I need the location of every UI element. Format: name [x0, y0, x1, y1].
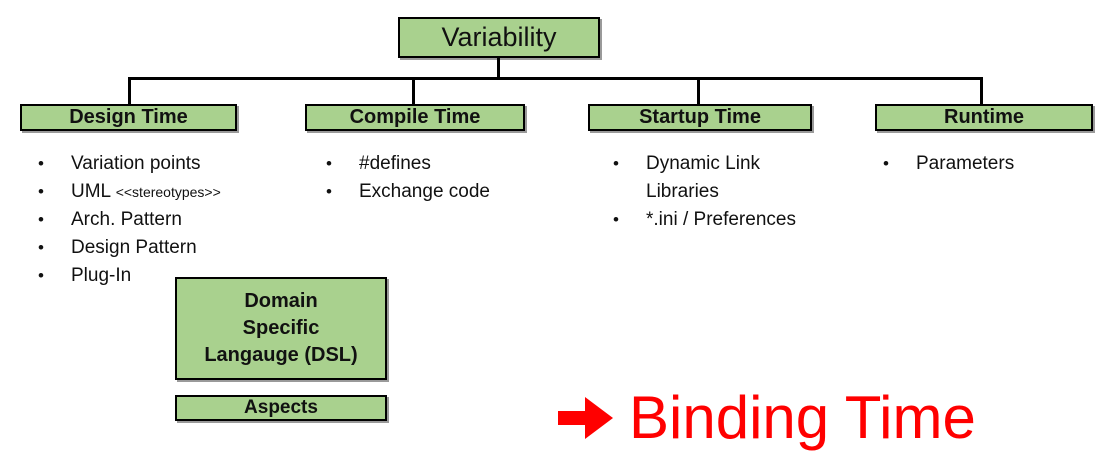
list-item-text: Dynamic Link Libraries — [646, 153, 761, 202]
list-item-text: Variation points — [71, 153, 201, 174]
dsl-line: Specific — [242, 317, 320, 339]
connector-drop-runtime — [980, 77, 983, 104]
branch-node-compile-time: Compile Time — [305, 104, 525, 131]
bullet-icon: • — [38, 210, 44, 229]
bullet-icon: • — [613, 154, 619, 173]
root-node-label: Variability — [441, 22, 557, 52]
bullet-icon: • — [326, 154, 332, 173]
list-item: • Arch. Pattern — [38, 206, 221, 234]
branch-label: Runtime — [944, 106, 1024, 128]
dsl-line: Langauge (DSL) — [204, 344, 358, 366]
aspects-label: Aspects — [244, 397, 318, 418]
connector-drop-startup — [697, 77, 700, 104]
connector-root-drop — [497, 58, 500, 78]
list-item-text: UML — [71, 181, 116, 202]
list-item-text: *.ini / Preferences — [646, 209, 796, 230]
branch-label: Design Time — [69, 106, 188, 128]
binding-time-label: Binding Time — [629, 384, 976, 451]
list-item-text: Exchange code — [359, 181, 490, 202]
list-item: • *.ini / Preferences — [613, 206, 821, 234]
right-arrow-icon — [558, 397, 613, 439]
dsl-line: Domain — [244, 290, 318, 312]
bullet-icon: • — [38, 238, 44, 257]
list-item-text: #defines — [359, 153, 431, 174]
list-item: • Dynamic Link Libraries — [613, 150, 821, 206]
bullet-icon: • — [38, 154, 44, 173]
connector-drop-design — [128, 77, 131, 104]
compile-time-list: • #defines • Exchange code — [326, 150, 490, 206]
root-node-variability: Variability — [398, 17, 600, 58]
list-item-text: Plug-In — [71, 265, 132, 286]
list-item: • UML <<stereotypes>> — [38, 178, 221, 206]
connector-horizontal-bar — [128, 77, 983, 80]
binding-time-annotation: Binding Time — [558, 388, 976, 448]
branch-label: Startup Time — [639, 106, 761, 128]
list-item-text: Arch. Pattern — [71, 209, 182, 230]
bullet-icon: • — [326, 182, 332, 201]
list-item: • #defines — [326, 150, 490, 178]
list-item: • Exchange code — [326, 178, 490, 206]
list-item: • Variation points — [38, 150, 221, 178]
branch-node-runtime: Runtime — [875, 104, 1093, 131]
design-time-list: • Variation points • UML <<stereotypes>>… — [38, 150, 221, 290]
list-item: • Parameters — [883, 150, 1014, 178]
runtime-list: • Parameters — [883, 150, 1014, 178]
list-item-suffix: <<stereotypes>> — [115, 184, 221, 200]
list-item-text: Parameters — [916, 153, 1015, 174]
bullet-icon: • — [38, 182, 44, 201]
bullet-icon: • — [883, 154, 889, 173]
bullet-icon: • — [613, 210, 619, 229]
aspects-node: Aspects — [175, 395, 387, 421]
list-item-text: Design Pattern — [71, 237, 197, 258]
dsl-node: Domain Specific Langauge (DSL) — [175, 277, 387, 380]
list-item: • Design Pattern — [38, 234, 221, 262]
branch-label: Compile Time — [349, 106, 481, 128]
branch-node-startup-time: Startup Time — [588, 104, 812, 131]
startup-time-list: • Dynamic Link Libraries • *.ini / Prefe… — [613, 150, 821, 234]
bullet-icon: • — [38, 266, 44, 285]
branch-node-design-time: Design Time — [20, 104, 237, 131]
list-item: • Plug-In — [38, 262, 221, 290]
connector-drop-compile — [412, 77, 415, 104]
